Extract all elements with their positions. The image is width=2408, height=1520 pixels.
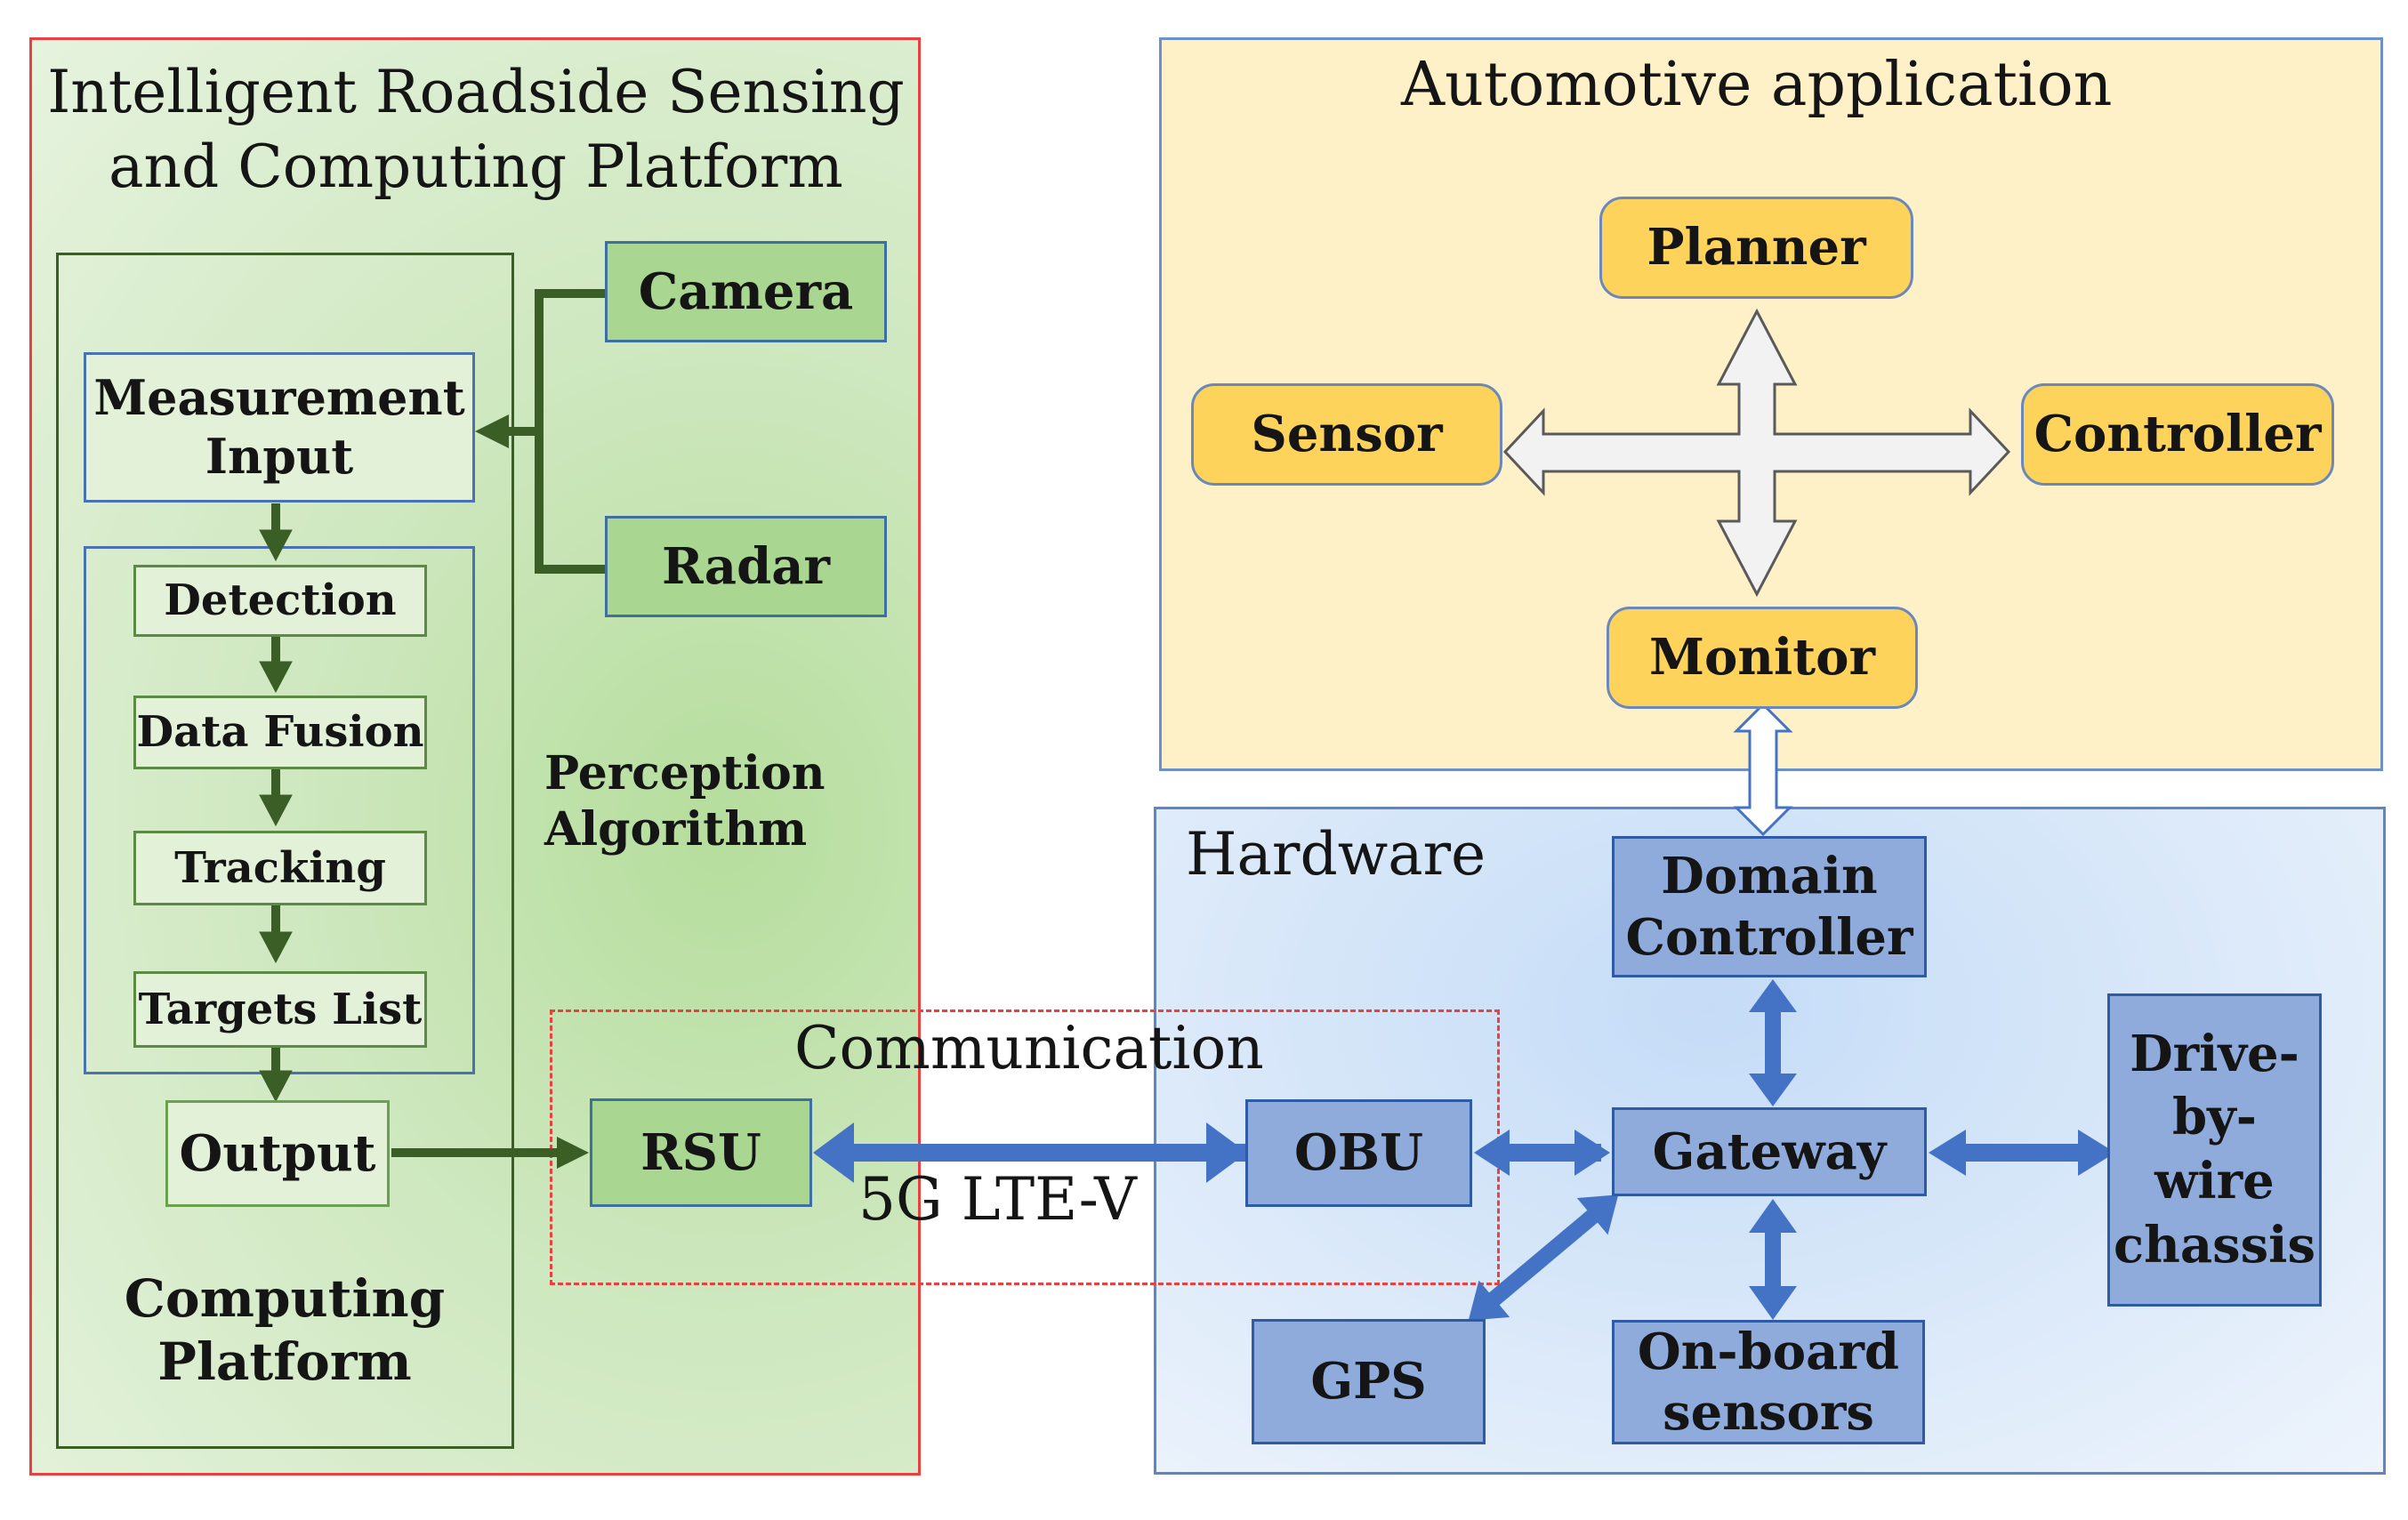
roadside-platform-title: Intelligent Roadside Sensing and Computi… bbox=[47, 58, 905, 202]
gps-box: GPS bbox=[1252, 1319, 1486, 1444]
drive-by-wire-chassis-box: Drive- by- wire chassis bbox=[2107, 993, 2322, 1307]
camera-box: Camera bbox=[605, 241, 887, 342]
onboard-sensors-box: On-board sensors bbox=[1612, 1320, 1925, 1444]
controller-box: Controller bbox=[2021, 383, 2334, 486]
communication-title: Communication bbox=[794, 1014, 1264, 1082]
targets-list-box: Targets List bbox=[133, 971, 427, 1048]
monitor-domain-arrow bbox=[1733, 702, 1793, 837]
lte-v-link-arrow bbox=[813, 1122, 1247, 1183]
rsu-box: RSU bbox=[590, 1098, 812, 1207]
gateway-box: Gateway bbox=[1612, 1107, 1927, 1196]
output-box: Output bbox=[165, 1100, 390, 1207]
detection-box: Detection bbox=[133, 565, 427, 637]
hardware-title: Hardware bbox=[1186, 820, 1486, 889]
gateway-drivebywire-arrow bbox=[1929, 1130, 2115, 1176]
pipeline-arrows bbox=[259, 503, 293, 1103]
computing-platform-label: Computing Platform bbox=[124, 1268, 446, 1392]
planner-box: Planner bbox=[1599, 197, 1913, 299]
gateway-sensors-arrow bbox=[1749, 1199, 1797, 1320]
data-fusion-box: Data Fusion bbox=[133, 696, 427, 769]
automotive-cross-arrow bbox=[1502, 308, 2011, 598]
radar-box: Radar bbox=[605, 516, 887, 617]
domain-gateway-arrow bbox=[1749, 979, 1797, 1106]
lte-v-label: 5G LTE-V bbox=[858, 1165, 1137, 1234]
perception-algorithm-label: Perception Algorithm bbox=[544, 746, 825, 857]
obu-box: OBU bbox=[1245, 1099, 1472, 1207]
output-to-rsu-arrowhead bbox=[557, 1137, 589, 1169]
tracking-box: Tracking bbox=[133, 831, 427, 905]
sensor-box: Sensor bbox=[1191, 383, 1502, 486]
computing-platform-panel bbox=[56, 253, 514, 1449]
obu-gateway-arrow bbox=[1474, 1130, 1610, 1176]
gps-gateway-arrow bbox=[1468, 1194, 1619, 1321]
measurement-input-box: Measurement Input bbox=[84, 352, 475, 503]
domain-controller-box: Domain Controller bbox=[1612, 836, 1927, 977]
sensor-to-input-connector bbox=[507, 289, 605, 574]
automotive-title: Automotive application bbox=[1401, 50, 2113, 120]
sensor-to-input-arrowhead bbox=[475, 414, 509, 448]
monitor-box: Monitor bbox=[1607, 607, 1918, 709]
